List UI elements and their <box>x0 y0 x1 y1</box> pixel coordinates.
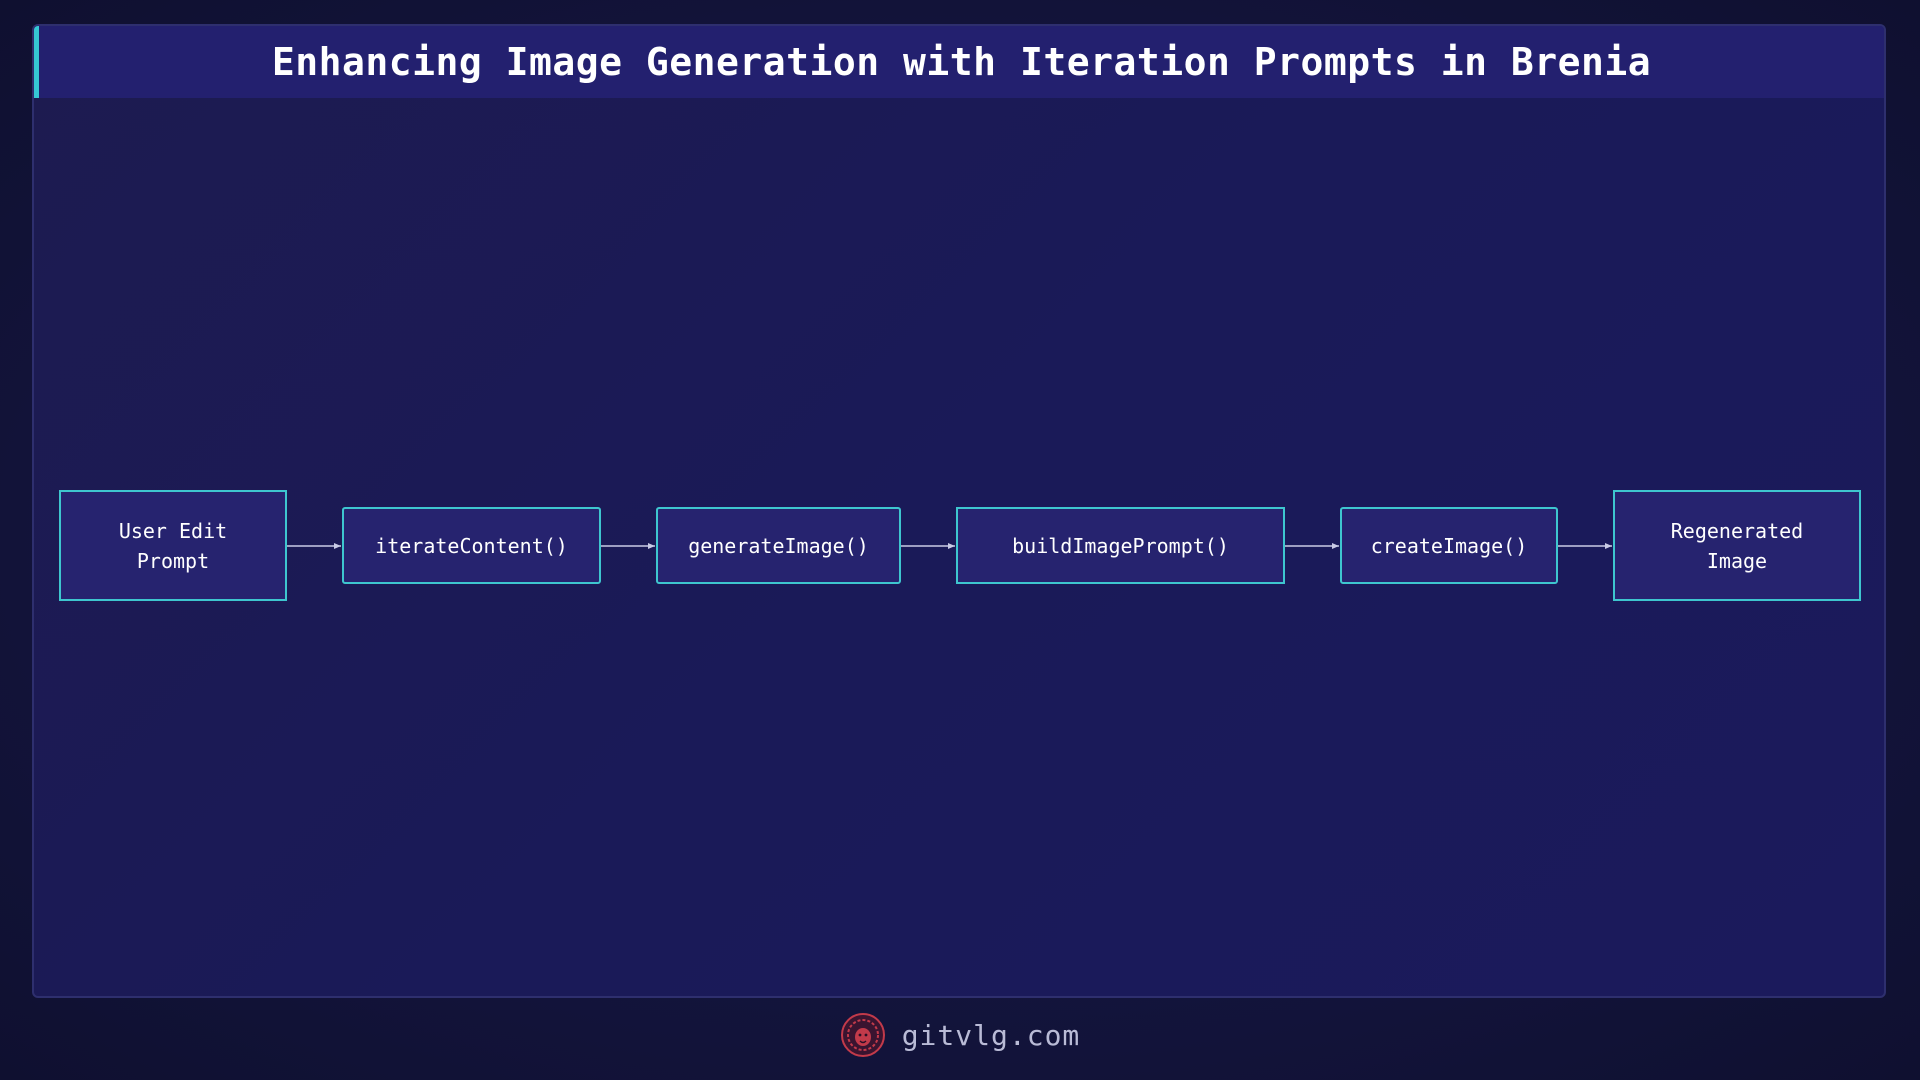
footer-site-label[interactable]: gitvlg.com <box>901 1018 1081 1052</box>
node-iterate-content: iterateContent() <box>342 507 601 584</box>
lion-icon <box>840 1013 885 1057</box>
diagram-title: Enhancing Image Generation with Iteratio… <box>271 40 1652 84</box>
node-create-image: createImage() <box>1340 507 1558 584</box>
node-regenerated-image: Regenerated Image <box>1613 490 1861 601</box>
node-user-edit-prompt: User Edit Prompt <box>59 490 287 601</box>
node-build-image-prompt: buildImagePrompt() <box>956 507 1285 584</box>
diagram-panel: Enhancing Image Generation with Iteratio… <box>32 24 1886 998</box>
title-bar: Enhancing Image Generation with Iteratio… <box>34 26 1884 98</box>
node-generate-image: generateImage() <box>656 507 901 584</box>
footer: gitvlg.com <box>0 1010 1920 1060</box>
